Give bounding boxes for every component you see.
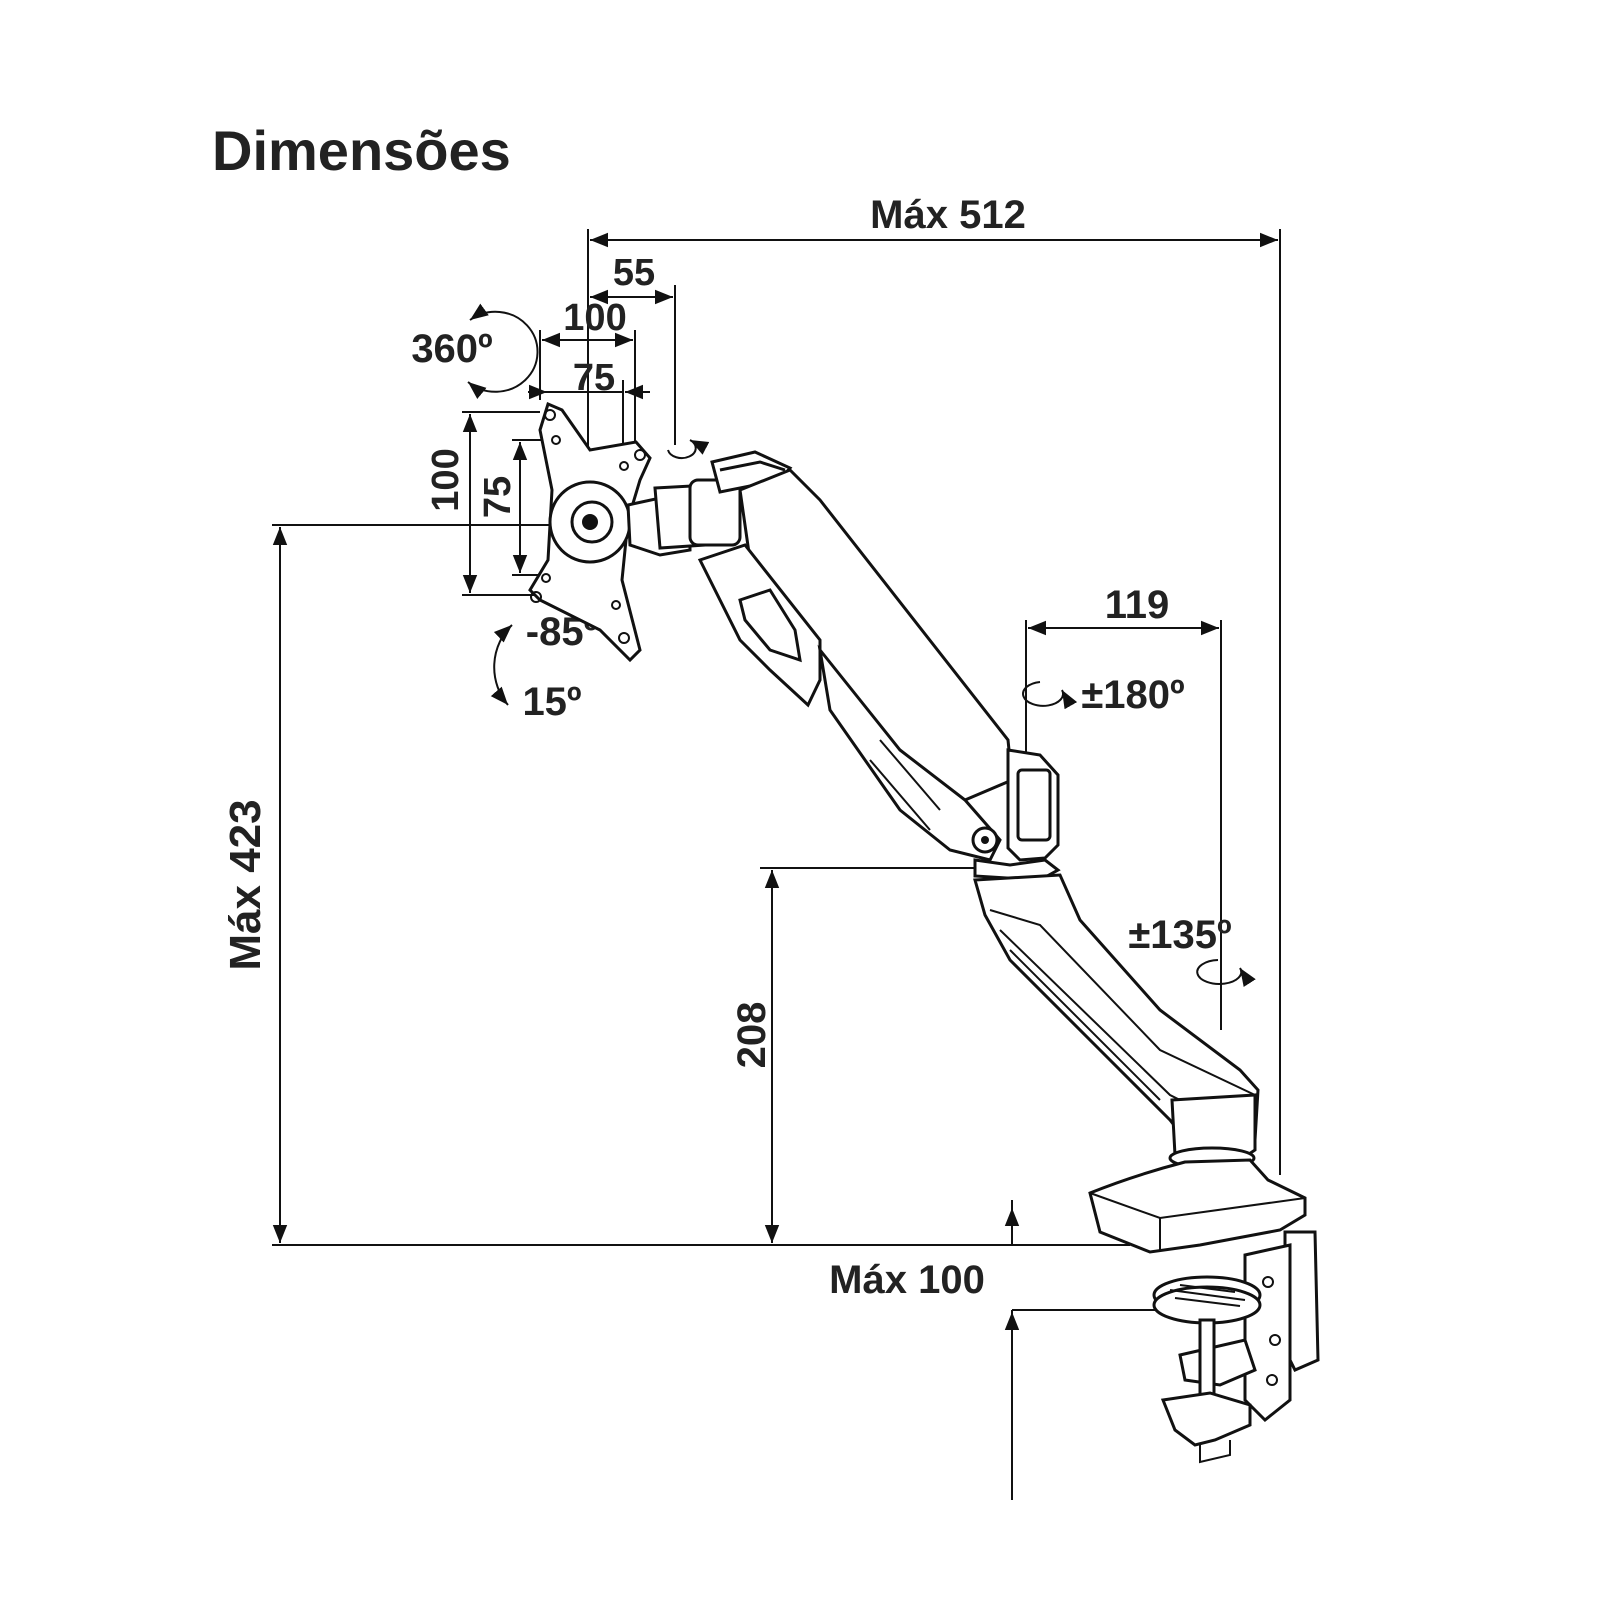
vesa-plate bbox=[528, 401, 652, 663]
desk-thickness-label: Máx 100 bbox=[829, 1258, 985, 1302]
vesa-height-100-label: 100 bbox=[425, 448, 467, 511]
pole bbox=[1168, 1093, 1257, 1170]
rotate-360-indicator: 360º bbox=[411, 303, 539, 399]
pole-offset-dimension: 119 bbox=[1025, 583, 1222, 1030]
desk-base bbox=[1088, 1158, 1307, 1254]
desk-thickness-dimension: Máx 100 bbox=[829, 1200, 1160, 1500]
swivel-180-label: ±180º bbox=[1081, 673, 1184, 717]
arm-offset-dimension: 55 bbox=[590, 252, 676, 445]
head-swivel-icon bbox=[667, 439, 710, 460]
vesa-height-75-dimension: 75 bbox=[477, 439, 552, 576]
base-height-dimension: 208 bbox=[730, 867, 985, 1243]
vesa-height-100-dimension: 100 bbox=[425, 411, 540, 596]
vesa-width-75-dimension: 75 bbox=[528, 357, 650, 450]
rotate-360-label: 360º bbox=[411, 327, 492, 371]
max-height-dimension: Máx 423 bbox=[221, 524, 1130, 1246]
upper-arm bbox=[697, 468, 1014, 862]
max-width-dimension: Máx 512 bbox=[587, 193, 1281, 1175]
pole-offset-label: 119 bbox=[1105, 583, 1170, 627]
swivel-135-label: ±135º bbox=[1128, 913, 1231, 957]
tilt-15-label: 15º bbox=[522, 680, 581, 724]
swivel-135-indicator: ±135º bbox=[1128, 913, 1256, 988]
vesa-height-75-label: 75 bbox=[477, 476, 519, 518]
max-width-label: Máx 512 bbox=[870, 193, 1026, 237]
vesa-width-100-label: 100 bbox=[563, 297, 626, 339]
elbow-joint bbox=[973, 748, 1061, 882]
max-height-label: Máx 423 bbox=[221, 799, 270, 970]
tilt-joint bbox=[626, 478, 742, 557]
base-height-label: 208 bbox=[730, 1002, 774, 1069]
arm-offset-label: 55 bbox=[613, 252, 655, 294]
swivel-180-indicator: ±180º bbox=[1022, 673, 1185, 717]
desk-clamp bbox=[1152, 1230, 1320, 1464]
tilt-indicator: -85º 15º bbox=[490, 610, 598, 724]
vesa-width-75-label: 75 bbox=[573, 357, 615, 399]
page-title: Dimensões bbox=[212, 119, 511, 182]
